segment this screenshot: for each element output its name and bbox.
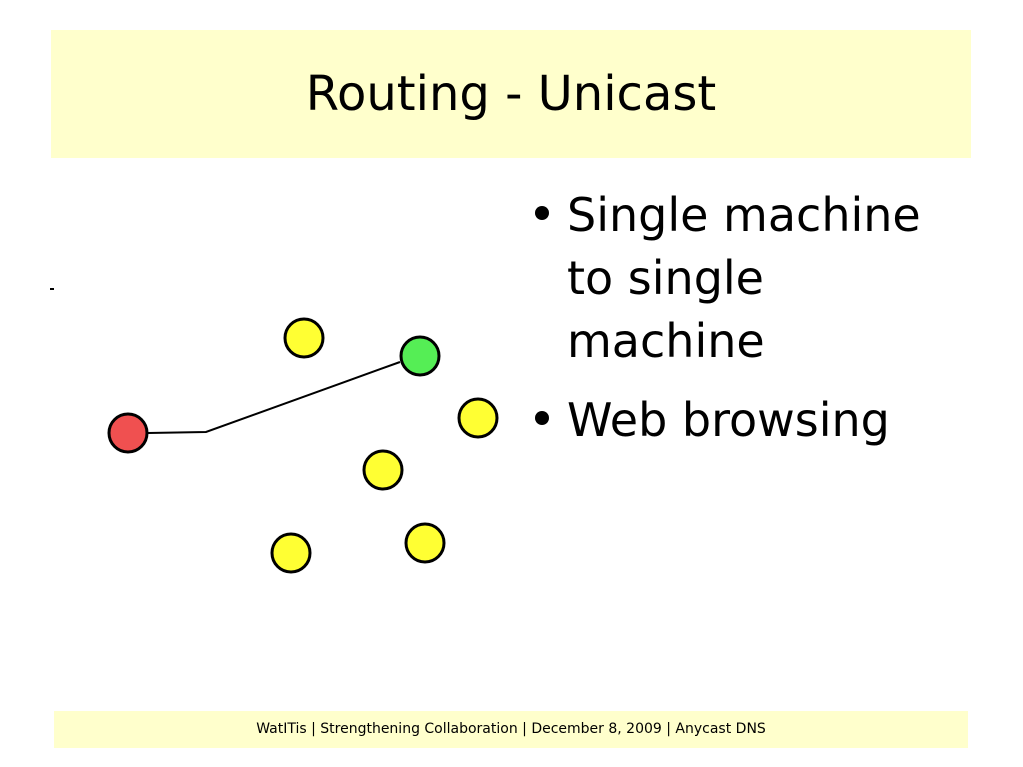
bullet-item: Single machine to single machine <box>535 184 975 373</box>
network-node <box>404 522 446 564</box>
network-node <box>283 317 325 359</box>
bullet-text: Single machine to single machine <box>567 188 921 368</box>
network-node <box>270 532 312 574</box>
bullet-icon <box>535 206 549 220</box>
footer-text: WatITis | Strengthening Collaboration | … <box>256 721 766 737</box>
bullet-icon <box>535 411 549 425</box>
source-node <box>107 412 149 454</box>
stray-mark <box>50 288 54 290</box>
network-node <box>457 397 499 439</box>
bullet-item: Web browsing <box>535 389 975 452</box>
unicast-path <box>147 361 401 434</box>
destination-node <box>399 335 441 377</box>
footer-band <box>54 711 968 748</box>
network-node <box>362 449 404 491</box>
title-band <box>51 30 971 158</box>
bullet-text: Web browsing <box>567 393 890 447</box>
bullet-list: Single machine to single machine Web bro… <box>535 184 975 468</box>
slide-title: Routing - Unicast <box>305 66 717 122</box>
